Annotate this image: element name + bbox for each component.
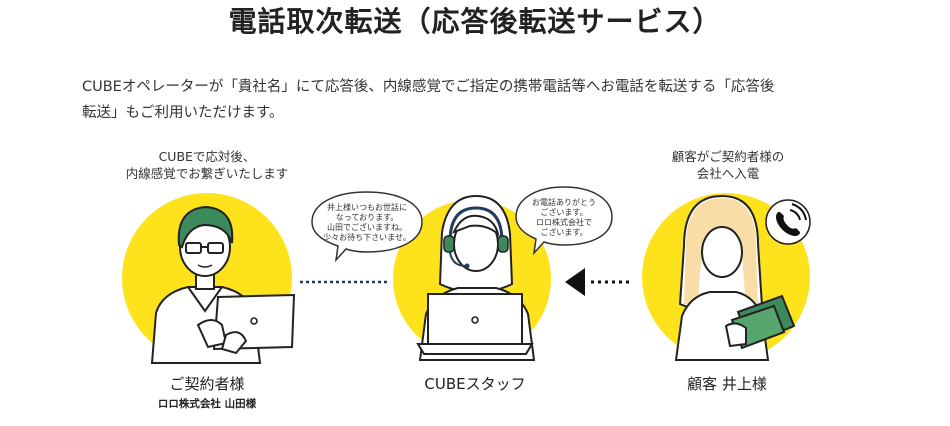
arrow-left-icon [565,268,629,296]
description-line-1: CUBEオペレーターが「貴社名」にて応答後、内線感覚でご指定の携帯電話等へお電話… [82,79,775,95]
left-name: ご契約者様 [169,375,245,393]
right-caption: 顧客がご契約者様の 会社へ入電 [628,148,828,182]
page-title: 電話取次転送（応答後転送サービス） [228,5,722,38]
phone-ringing-icon [765,199,811,245]
left-caption-line-1: CUBEで応対後、 [158,149,256,164]
left-caption: CUBEで応対後、 内線感覚でお繋ぎいたします [102,148,312,182]
left-bubble-line-1: 井上様いつもお世話に [327,203,407,212]
left-bubble-line-3: 山田でございますね。 [327,223,407,232]
right-bubble-line-1: お電話ありがとう [532,198,596,207]
man-with-laptop-illustration [150,205,296,364]
right-bubble-text: お電話ありがとう ございます。 ロロ株式会社で ございます。 [518,198,610,238]
right-speech-bubble [515,186,613,256]
left-bubble-line-2: なっております。 [335,213,399,222]
right-bubble-line-4: ございます。 [540,228,588,237]
woman-with-phone-illustration [674,194,811,361]
operator-with-headset-illustration [416,194,536,361]
left-subname: ロロ株式会社 山田様 [157,398,257,410]
description: CUBEオペレーターが「貴社名」にて応答後、内線感覚でご指定の携帯電話等へお電話… [82,74,872,126]
left-bubble-text: 井上様いつもお世話に なっております。 山田でございますね。 少々お待ち下さいま… [318,203,416,243]
description-line-2: 転送」もご利用いただけます。 [82,105,284,121]
right-bubble-line-3: ロロ株式会社で [536,218,592,227]
left-bubble-line-4: 少々お待ち下さいませ。 [323,233,411,242]
right-caption-line-2: 会社へ入電 [696,166,760,181]
right-bubble-line-2: ございます。 [540,208,588,217]
right-caption-line-1: 顧客がご契約者様の [671,149,785,164]
right-name: 顧客 井上様 [687,375,767,393]
left-speech-bubble [311,191,423,263]
left-caption-line-2: 内線感覚でお繋ぎいたします [125,166,289,181]
center-name: CUBEスタッフ [424,375,526,393]
dotted-connector [300,280,390,284]
